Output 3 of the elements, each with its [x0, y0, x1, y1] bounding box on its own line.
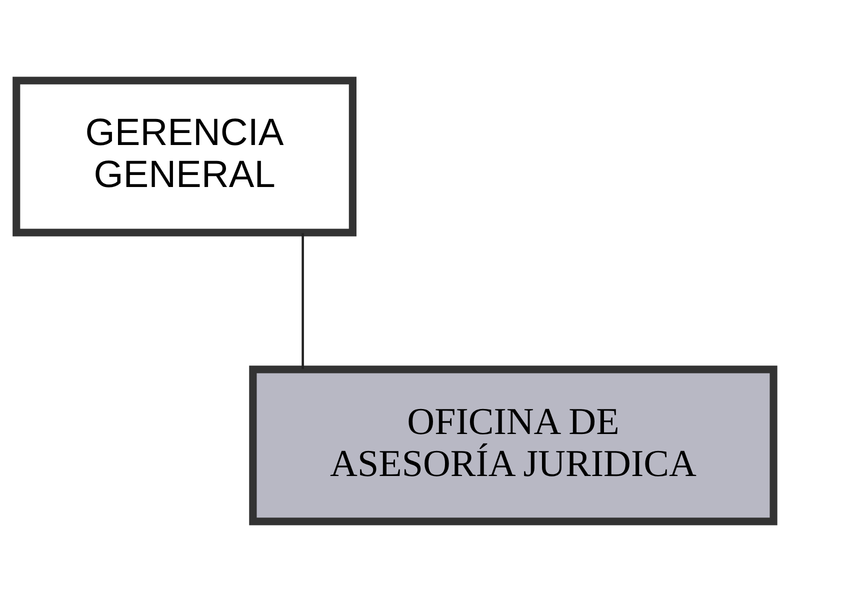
- node-box: OFICINA DE ASESORÍA JURIDICA: [249, 365, 778, 525]
- connector: [302, 232, 304, 368]
- node-box: GERENCIA GENERAL: [12, 76, 356, 236]
